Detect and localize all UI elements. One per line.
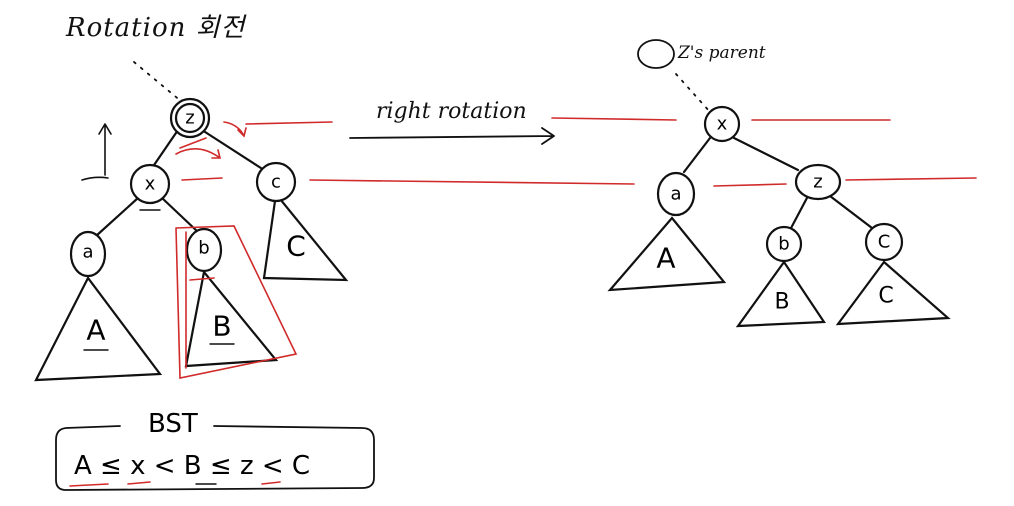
node-x-after-label: x xyxy=(717,114,728,135)
subtree-triangle-a-after xyxy=(607,216,727,292)
red-dash-x xyxy=(181,177,223,181)
edge-x-a xyxy=(94,196,140,238)
subtree-triangle-c-after xyxy=(835,260,951,326)
guide-line-level1-mid xyxy=(551,117,677,121)
node-c-after-label: C xyxy=(878,232,891,253)
node-a-after xyxy=(656,171,696,217)
rotation-arrow-shaft xyxy=(349,127,555,145)
bst-box: BST A ≤ x < B ≤ z < C xyxy=(55,409,375,491)
bst-underline-z xyxy=(261,481,281,485)
node-c-after xyxy=(864,222,904,262)
subtree-c-after-label: C xyxy=(878,284,893,309)
subtree-b-label: B xyxy=(212,310,231,343)
red-rotate-arrow-top xyxy=(223,121,247,138)
node-x-after xyxy=(703,105,741,143)
node-z-after xyxy=(794,163,842,201)
subtree-triangle-b-after xyxy=(735,260,826,328)
bst-box-frame xyxy=(55,425,375,491)
subtree-b-after-label: B xyxy=(774,290,789,315)
subtree-a-after-label: A xyxy=(656,242,675,275)
node-a-after-label: a xyxy=(670,184,681,205)
before-parent-link xyxy=(133,61,183,103)
node-b-after-label: b xyxy=(778,234,789,255)
parent-label: Z's parent xyxy=(677,43,766,63)
up-arrow-base xyxy=(81,176,109,181)
node-z-label: z xyxy=(185,108,194,129)
bst-expression: A ≤ x < B ≤ z < C xyxy=(74,451,310,481)
subtree-triangle-c xyxy=(262,191,349,282)
node-a xyxy=(69,230,107,278)
node-b-label: b xyxy=(198,238,209,259)
bst-heading: BST xyxy=(148,409,198,439)
node-x-label: x xyxy=(145,174,156,195)
bst-underline-a xyxy=(69,483,109,487)
node-b-after xyxy=(765,225,803,263)
parent-node xyxy=(637,39,675,69)
edge-z-c xyxy=(200,128,266,172)
node-z xyxy=(174,102,206,134)
after-tree: Z's parent x a z b C A B C xyxy=(607,39,951,328)
subtree-triangle-b xyxy=(184,269,279,368)
after-parent-link xyxy=(675,73,711,113)
subtree-a-label: A xyxy=(86,314,105,347)
guide-line-level1-left xyxy=(245,121,333,125)
edge-x-b xyxy=(160,196,200,234)
edge-z-c-after xyxy=(828,194,874,230)
edge-x-z-after xyxy=(732,136,800,172)
subtree-c-label: C xyxy=(286,230,306,263)
red-underline-b xyxy=(189,277,215,281)
rotation-label: right rotation xyxy=(376,99,527,124)
red-short-line xyxy=(179,137,207,149)
red-box-b xyxy=(175,225,298,379)
up-arrow xyxy=(98,123,112,176)
node-z-after-label: z xyxy=(813,172,822,193)
subtree-triangle-a xyxy=(34,275,163,382)
node-a-label: a xyxy=(82,242,93,263)
node-c-label: c xyxy=(271,172,281,193)
node-b xyxy=(185,227,223,273)
before-tree: z x c a b A B C xyxy=(34,61,349,382)
node-c xyxy=(255,161,297,203)
edge-x-a-after xyxy=(682,136,712,174)
guide-line-level2-mid xyxy=(713,183,787,187)
guide-line-level2-right xyxy=(845,177,977,181)
bst-underline-x xyxy=(127,481,151,485)
edge-z-x xyxy=(150,128,180,170)
rotation-arrow: right rotation xyxy=(349,99,555,145)
diagram-title: Rotation 회전 xyxy=(65,13,248,43)
guide-line-level2-left xyxy=(309,179,635,185)
node-x xyxy=(129,163,171,205)
edge-z-b-after xyxy=(788,194,810,232)
red-rotate-arrow-mid xyxy=(175,148,222,159)
